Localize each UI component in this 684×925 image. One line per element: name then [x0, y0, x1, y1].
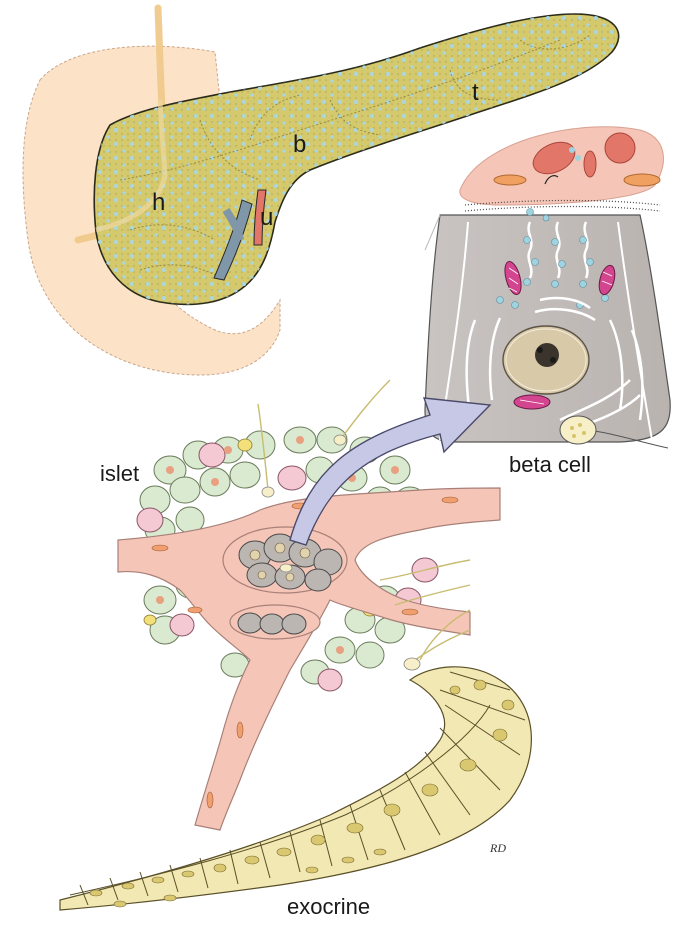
exocrine-duct — [59, 629, 532, 911]
label-uncinate: u — [260, 204, 273, 231]
zoom-arrow — [289, 397, 492, 546]
islet-tissue — [117, 379, 501, 831]
label-exocrine: exocrine — [287, 894, 370, 919]
label-tail: t — [472, 79, 479, 106]
label-head: h — [152, 189, 165, 216]
mesenteric-vessels — [213, 189, 267, 281]
pancreas-organ — [93, 13, 620, 306]
artist-signature: RD — [489, 841, 506, 855]
label-body: b — [293, 131, 306, 158]
label-beta-cell: beta cell — [509, 452, 591, 477]
label-islet: islet — [100, 461, 139, 486]
beta-cell-inset — [424, 126, 671, 449]
